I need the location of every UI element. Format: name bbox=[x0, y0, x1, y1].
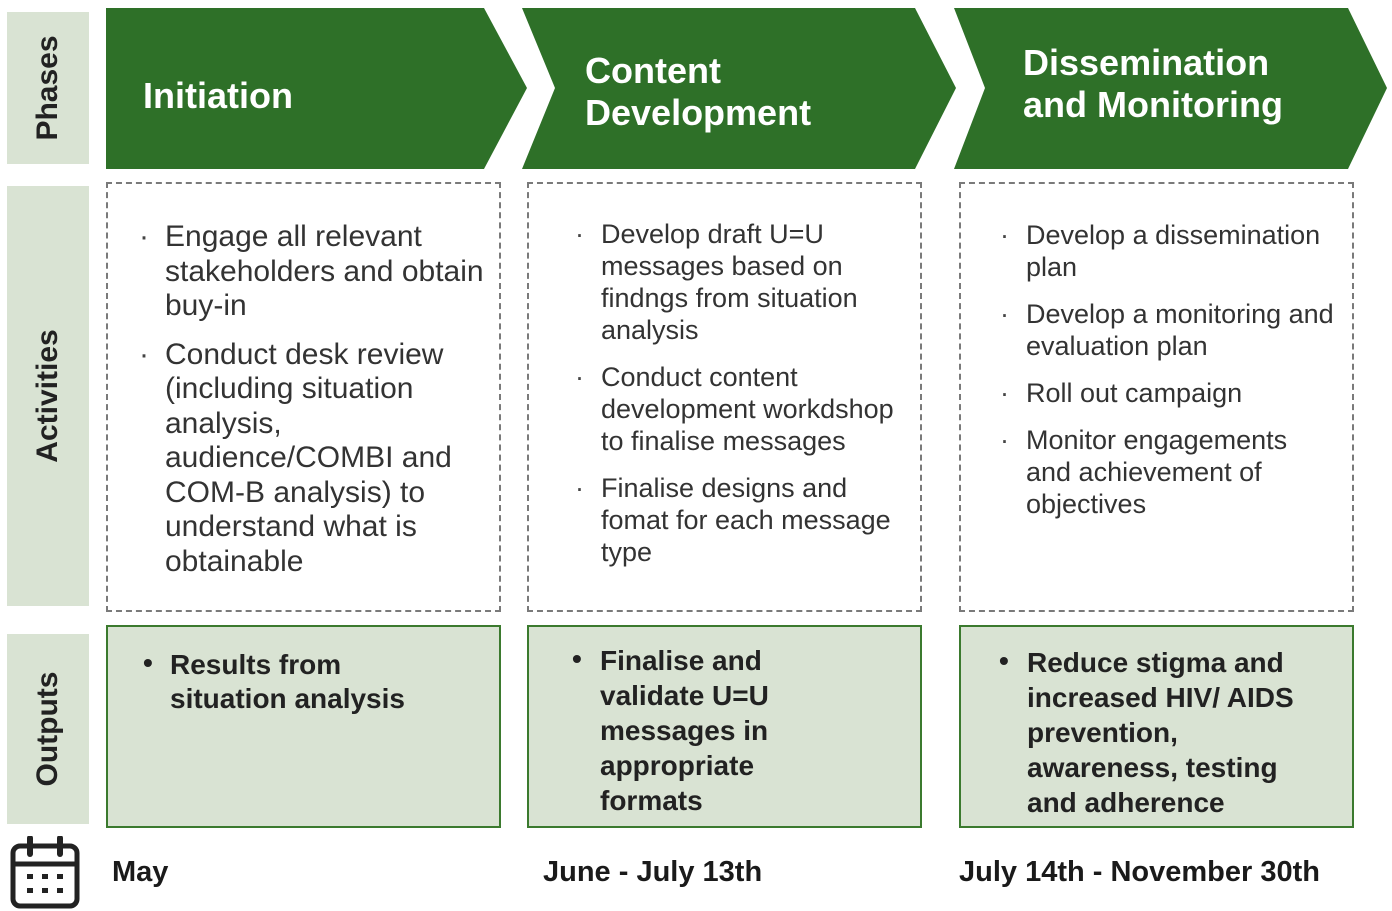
output-bullet: • bbox=[572, 643, 582, 674]
activity-text: Develop draft U=U messages based on find… bbox=[601, 219, 858, 345]
phase-title-line: Content bbox=[585, 50, 721, 91]
activity-text: Monitor engagements and achievement of o… bbox=[1026, 425, 1288, 519]
output-bullet: • bbox=[999, 645, 1009, 676]
activities-box-initiation: Engage all relevant stakeholders and obt… bbox=[106, 182, 501, 612]
phase-title-initiation: Initiation bbox=[143, 75, 293, 117]
timeline-date-initiation: May bbox=[112, 856, 169, 888]
activity-text: Develop a dissemination plan bbox=[1026, 220, 1321, 282]
timeline-date-dissemination: July 14th - November 30th bbox=[959, 856, 1320, 888]
timeline-date-content-development: June - July 13th bbox=[543, 856, 763, 888]
activity-item: Conduct content development workdshop to… bbox=[575, 361, 901, 457]
output-text: Finalise and validate U=U messages in ap… bbox=[600, 645, 769, 816]
activity-text: Conduct content development workdshop to… bbox=[601, 362, 894, 456]
activity-text: Conduct desk review (including situation… bbox=[165, 337, 452, 578]
phase-title-dissemination: Dissemination and Monitoring bbox=[1023, 42, 1283, 126]
activity-item: Monitor engagements and achievement of o… bbox=[1000, 424, 1336, 520]
activities-label-text: Activities bbox=[31, 329, 64, 463]
activity-text: Develop a monitoring and evaluation plan bbox=[1026, 299, 1334, 361]
activity-item: Engage all relevant stakeholders and obt… bbox=[139, 220, 485, 324]
phase-title-line: Dissemination bbox=[1023, 42, 1270, 83]
output-box-content-development: • Finalise and validate U=U messages in … bbox=[527, 625, 922, 828]
activity-list: Develop draft U=U messages based on find… bbox=[575, 218, 901, 568]
phase-chevron-initiation bbox=[106, 8, 527, 169]
phase-title-content-development: Content Development bbox=[585, 50, 811, 134]
activity-list: Develop a dissemination plan Develop a m… bbox=[1000, 219, 1336, 520]
phase-chevrons bbox=[106, 8, 1387, 169]
output-text: Reduce stigma and increased HIV/ AIDS pr… bbox=[1027, 647, 1294, 818]
activity-item: Finalise designs and fomat for each mess… bbox=[575, 472, 901, 568]
activity-list: Engage all relevant stakeholders and obt… bbox=[139, 220, 485, 580]
calendar-icon bbox=[10, 836, 80, 909]
outputs-label-text: Outputs bbox=[31, 671, 64, 787]
phases-row-label: Phases bbox=[7, 12, 89, 164]
outputs-row-label: Outputs bbox=[7, 634, 89, 824]
activity-item: Roll out campaign bbox=[1000, 377, 1336, 409]
activity-item: Conduct desk review (including situation… bbox=[139, 337, 485, 580]
activity-item: Develop a monitoring and evaluation plan bbox=[1000, 298, 1336, 362]
phase-chevron-content-development bbox=[522, 8, 956, 169]
activity-text: Roll out campaign bbox=[1026, 378, 1243, 408]
phase-title-line: Development bbox=[585, 92, 812, 133]
output-text: Results from situation analysis bbox=[170, 649, 405, 714]
activity-item: Develop a dissemination plan bbox=[1000, 219, 1336, 283]
activities-box-dissemination: Develop a dissemination plan Develop a m… bbox=[959, 182, 1354, 612]
output-box-dissemination: • Reduce stigma and increased HIV/ AIDS … bbox=[959, 625, 1354, 828]
activities-box-content-development: Develop draft U=U messages based on find… bbox=[527, 182, 922, 612]
phase-title-line: and Monitoring bbox=[1023, 84, 1283, 125]
activity-text: Engage all relevant stakeholders and obt… bbox=[165, 220, 484, 322]
activity-item: Develop draft U=U messages based on find… bbox=[575, 218, 901, 346]
activities-row-label: Activities bbox=[7, 186, 89, 606]
phase-title-line: Initiation bbox=[143, 75, 293, 116]
output-box-initiation: • Results from situation analysis bbox=[106, 625, 501, 828]
output-bullet: • bbox=[143, 647, 153, 678]
phase-chevron-dissemination bbox=[954, 8, 1387, 169]
activity-text: Finalise designs and fomat for each mess… bbox=[601, 473, 891, 567]
